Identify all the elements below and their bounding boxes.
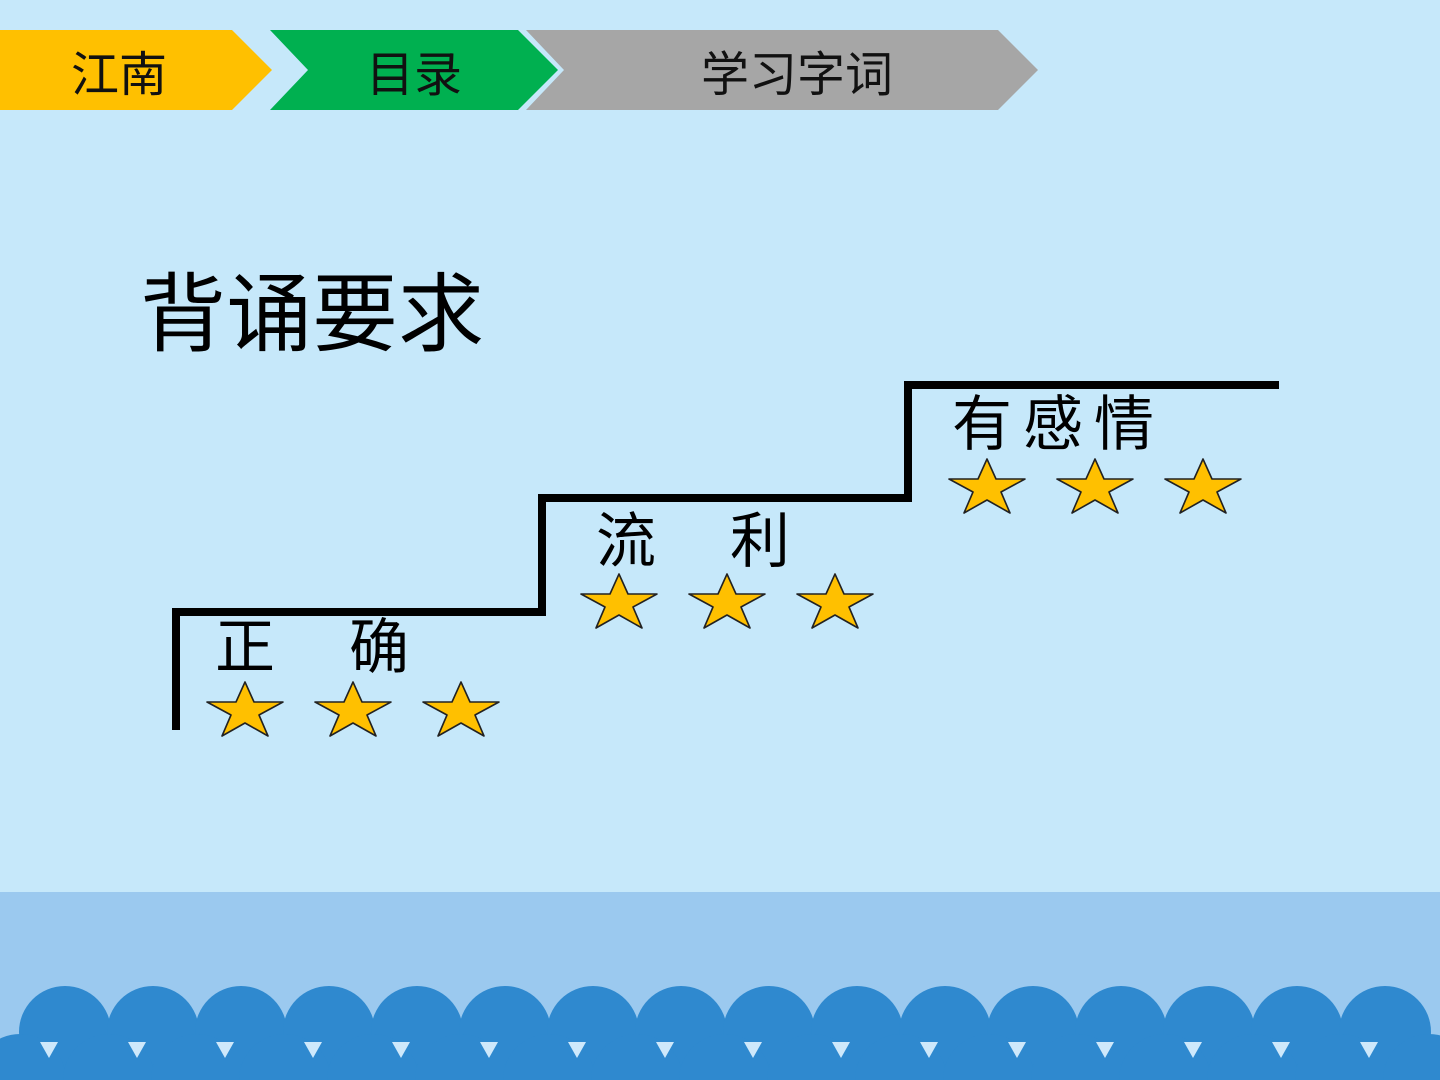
star-icon (796, 573, 874, 629)
star-icon (580, 573, 658, 629)
wave-notch (216, 1042, 234, 1058)
wave-notch (1096, 1042, 1114, 1058)
wave-notch (128, 1042, 146, 1058)
nav-tab-jiangnan[interactable]: 江南 (0, 30, 272, 110)
wave-notch (568, 1042, 586, 1058)
wave-notch (480, 1042, 498, 1058)
nav-tab-label: 江南 (70, 47, 167, 103)
wave-bubble (1383, 1034, 1440, 1080)
wave-notch (1184, 1042, 1202, 1058)
star-icon (1056, 458, 1134, 514)
wave-notch (1008, 1042, 1026, 1058)
wave-notch (744, 1042, 762, 1058)
breadcrumb-nav: 江南 目录 学习字词 (0, 0, 1440, 120)
wave-notch (304, 1042, 322, 1058)
decorative-bottom-band (0, 892, 1440, 1080)
nav-tab-label: 学习字词 (700, 47, 893, 103)
wave-notch (1360, 1042, 1378, 1058)
star-rating-accurate (205, 680, 501, 740)
star-icon (1164, 458, 1242, 514)
nav-tab-learn-words[interactable]: 学习字词 (526, 30, 1038, 110)
star-icon (422, 681, 500, 737)
wave-notch (920, 1042, 938, 1058)
wave-notch (40, 1042, 58, 1058)
wave-notch (832, 1042, 850, 1058)
step-label-accurate: 正确 (215, 613, 483, 683)
star-rating-fluent (579, 572, 875, 632)
step-label-fluent: 流利 (596, 507, 864, 577)
star-icon (688, 573, 766, 629)
star-icon (948, 458, 1026, 514)
nav-tab-label: 目录 (365, 47, 462, 103)
wave-notch (392, 1042, 410, 1058)
star-rating-expressive (947, 457, 1243, 517)
nav-tab-contents[interactable]: 目录 (270, 30, 558, 110)
wave-notch (656, 1042, 674, 1058)
star-icon (206, 681, 284, 737)
star-icon (314, 681, 392, 737)
page-title: 背诵要求 (140, 265, 484, 365)
step-label-expressive: 有感情 (952, 390, 1165, 460)
wave-notch (1272, 1042, 1290, 1058)
wave-pattern (0, 986, 1440, 1080)
